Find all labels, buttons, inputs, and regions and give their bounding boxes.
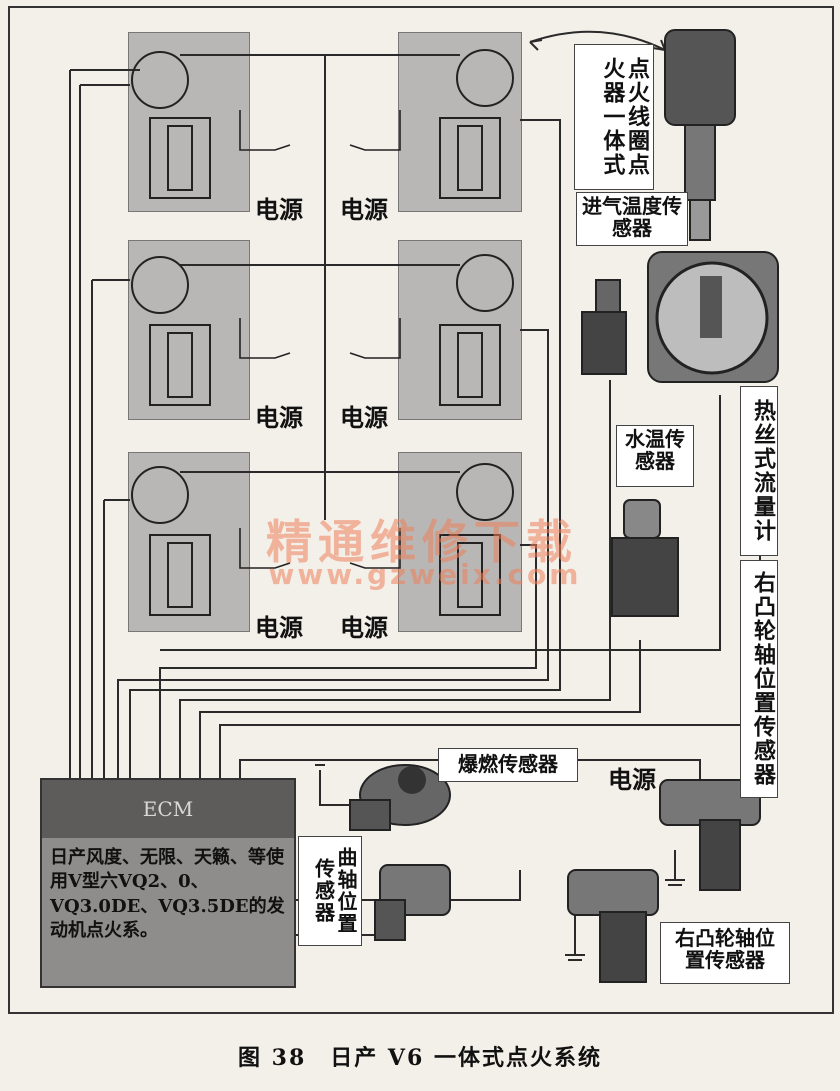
right-cam-sensor-vertical-label: 右凸轮轴位置传感器 (740, 560, 778, 798)
ecm-unit: ECM 日产风度、无限、天籁、等使用V型六VQ2、0、VQ3.0DE、VQ3.5… (40, 778, 296, 988)
power-label: 电源 (608, 765, 656, 794)
coolant-temp-sensor-label: 水温传感器 (616, 425, 694, 487)
power-label: 电源 (340, 403, 388, 432)
watermark-text: 精通维修下载 (266, 515, 578, 569)
right-cam-sensor-bottom-graphic (567, 869, 659, 983)
hot-wire-maf-label: 热丝式流量计 (740, 386, 778, 556)
power-label: 电源 (340, 195, 388, 224)
ecm-note: 日产风度、无限、天籁、等使用V型六VQ2、0、VQ3.0DE、VQ3.5DE的发… (50, 847, 285, 941)
maf-graphic (647, 251, 779, 383)
knock-sensor-graphic (349, 764, 451, 831)
coolant-temp-sensor-graphic (611, 499, 679, 617)
power-label: 电源 (255, 403, 303, 432)
power-label: 电源 (255, 195, 303, 224)
intake-temp-sensor-label: 进气温度传感器 (576, 192, 688, 246)
power-label: 电源 (255, 613, 303, 642)
watermark-url: www.gzweix.com (268, 558, 582, 591)
crank-sensor-label: 曲轴位置传感器 (298, 836, 362, 946)
intake-temp-sensor-graphic (581, 279, 627, 375)
crank-sensor-graphic (374, 864, 451, 941)
right-cam-sensor-bottom-label: 右凸轮轴位置传感器 (660, 922, 790, 984)
power-label: 电源 (340, 613, 388, 642)
coil-unit-graphic (664, 29, 736, 241)
diagram-frame (8, 6, 834, 1014)
right-cam-sensor-top-graphic (659, 779, 761, 891)
knock-sensor-label: 爆燃传感器 (438, 748, 578, 782)
figure-caption: 图 38 日产 V6 一体式点火系统 (238, 1045, 602, 1071)
coil-integrated-label: 点火线圈点火器一体式 (574, 44, 654, 190)
ecm-title: ECM (42, 780, 294, 838)
